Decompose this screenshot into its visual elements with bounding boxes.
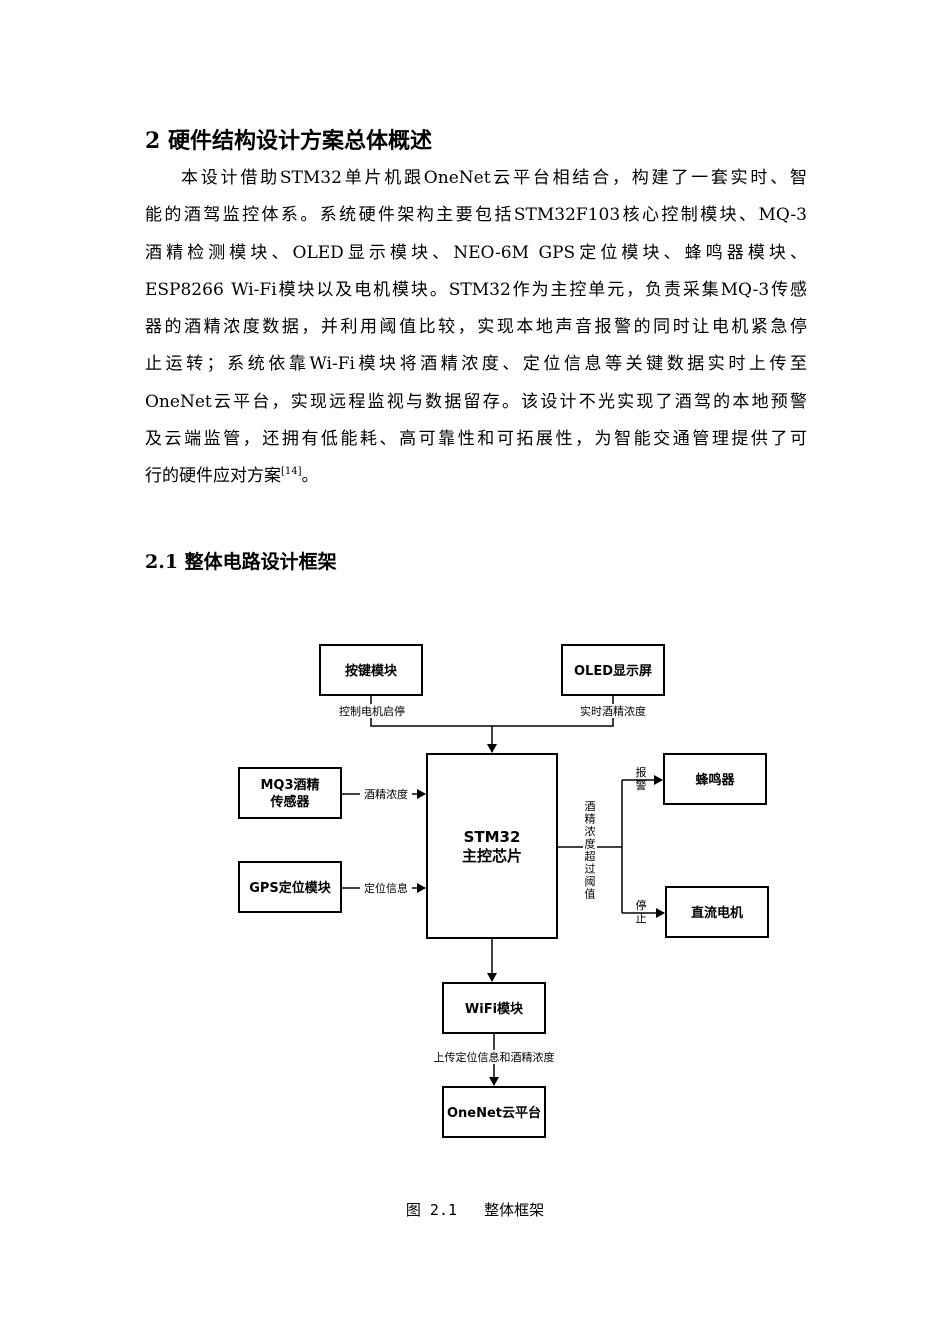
section-paragraph: 本设计借助STM32单片机跟OneNet云平台相结合，构建了一套实时、智 能的酒… — [145, 160, 807, 496]
stm32-label-line1: STM32 — [464, 828, 521, 846]
citation-ref[interactable]: [14] — [281, 466, 302, 478]
threshold-char: 酒 — [585, 800, 596, 813]
paragraph-line: 止运转；系统依靠Wi-Fi模块将酒精浓度、定位信息等关键数据实时上传至 — [145, 354, 807, 375]
alarm-char: 警 — [636, 778, 647, 792]
mq3-label-line2: 传感器 — [269, 794, 310, 810]
paragraph-line: 及云端监管，还拥有低能耗、高可靠性和可拓展性，为智能交通管理提供了可 — [145, 429, 807, 450]
alarm-char: 报 — [636, 765, 647, 779]
key-module-label: 按键模块 — [345, 663, 398, 679]
oled-edge-label: 实时酒精浓度 — [580, 704, 646, 718]
wifi-edge-label: 上传定位信息和酒精浓度 — [434, 1050, 555, 1064]
paragraph-end-mark: 。 — [301, 466, 319, 487]
key-module-box — [319, 644, 423, 696]
mq3-box — [238, 767, 342, 819]
onenet-label: OneNet云平台 — [447, 1105, 541, 1121]
motor-label: 直流电机 — [691, 905, 743, 921]
stm32-label-line2: 主控芯片 — [462, 847, 522, 865]
oled-box — [561, 644, 665, 696]
figure-caption: 图 2.1 整体框架 — [405, 1201, 545, 1219]
oled-label: OLED显示屏 — [574, 664, 652, 679]
gps-edge-label: 定位信息 — [364, 881, 408, 895]
buzzer-box — [663, 753, 767, 805]
mq3-edge-label: 酒精浓度 — [364, 787, 408, 801]
threshold-char: 精 — [585, 813, 596, 826]
onenet-box — [442, 1086, 546, 1138]
stop-char: 停 — [636, 898, 647, 912]
stm32-box — [426, 753, 558, 939]
threshold-char: 阈 — [585, 874, 596, 888]
wifi-label: WiFi模块 — [465, 1001, 524, 1017]
mq3-label-line1: MQ3酒精 — [260, 777, 319, 793]
threshold-char: 度 — [585, 837, 596, 851]
key-edge-label: 控制电机启停 — [339, 704, 405, 718]
section-heading: 2 硬件结构设计方案总体概述 — [145, 128, 432, 154]
paragraph-line: 本设计借助STM32单片机跟OneNet云平台相结合，构建了一套实时、智 — [181, 168, 807, 188]
paragraph-line: ESP8266 Wi-Fi模块以及电机模块。STM32作为主控单元，负责采集MQ… — [145, 279, 807, 300]
gps-box — [238, 861, 342, 913]
wifi-box — [442, 982, 546, 1034]
motor-box — [665, 886, 769, 938]
paragraph-line: OneNet云平台，实现远程监视与数据留存。该设计不光实现了酒驾的本地预警 — [145, 391, 807, 412]
paragraph-line: 器的酒精浓度数据，并利用阈值比较，实现本地声音报警的同时让电机紧急停 — [145, 317, 807, 338]
stop-char: 止 — [636, 912, 647, 925]
threshold-char: 超 — [585, 849, 596, 863]
paragraph-last-text: 行的硬件应对方案 — [145, 466, 281, 487]
threshold-char: 值 — [585, 888, 596, 901]
paragraph-line: 能的酒驾监控体系。系统硬件架构主要包括STM32F103核心控制模块、MQ-3 — [145, 205, 807, 226]
paragraph-line: 酒精检测模块、OLED显示模块、NEO-6M GPS定位模块、蜂鸣器模块、 — [145, 242, 807, 263]
subsection-heading: 2.1 整体电路设计框架 — [145, 551, 337, 573]
system-block-diagram: 按键模块 OLED显示屏 MQ3酒精 传感器 GPS定位模块 STM32 主控芯… — [238, 644, 769, 1138]
paragraph-line-last: 行的硬件应对方案[14]。 — [145, 458, 807, 495]
threshold-char: 浓 — [585, 825, 596, 838]
buzzer-label: 蜂鸣器 — [695, 772, 735, 788]
threshold-char: 过 — [585, 863, 596, 876]
gps-label: GPS定位模块 — [249, 880, 332, 896]
